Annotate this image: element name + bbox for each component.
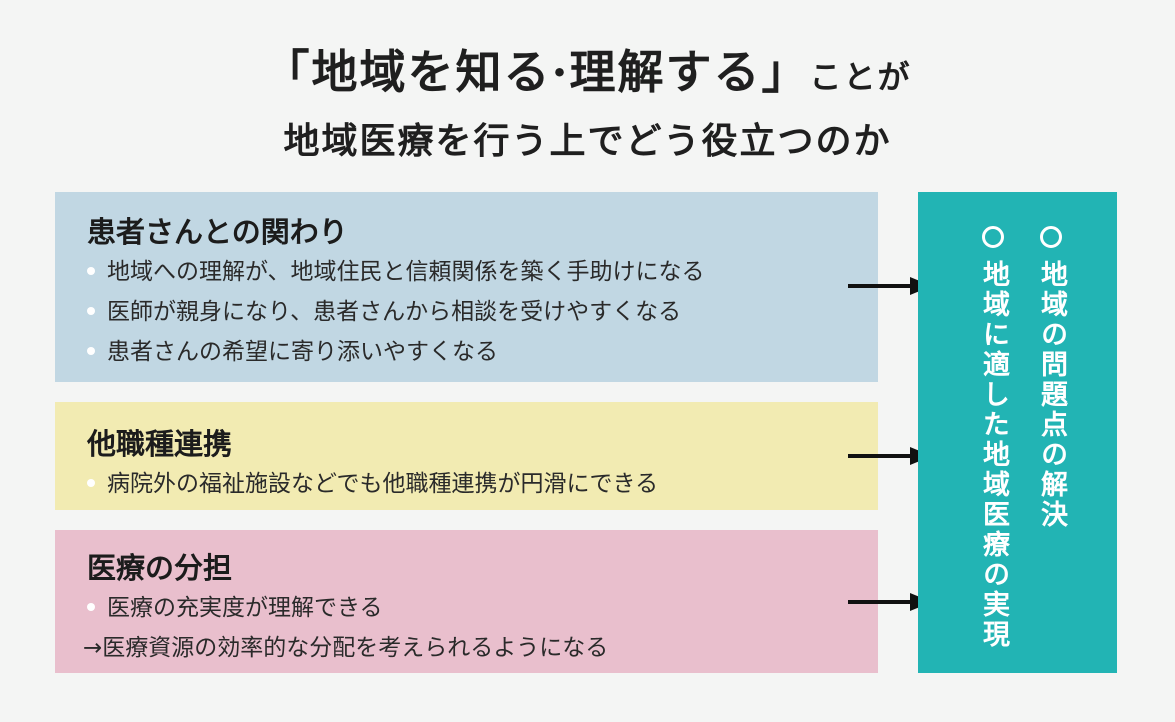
list-item: 医師が親身になり、患者さんから相談を受けやすくなる: [87, 292, 878, 332]
section-item-list: 医療の充実度が理解できる: [87, 588, 878, 628]
title-line-2: 地域医療を行う上でどう役立つのか: [283, 120, 892, 162]
circle-icon: [1040, 226, 1062, 248]
outcome-text: 地域の問題点の解決: [1036, 260, 1067, 530]
list-item: 医療の充実度が理解できる: [87, 588, 878, 628]
bullet-icon: [87, 602, 95, 611]
list-item: 患者さんの希望に寄り添いやすくなる: [87, 332, 878, 372]
section-medical-sharing: 医療の分担 医療の充実度が理解できる →医療資源の効率的な分配を考えられるように…: [55, 530, 878, 673]
list-item-text: 医療の充実度が理解できる: [107, 595, 383, 621]
list-item-text: 病院外の福祉施設などでも他職種連携が円滑にできる: [107, 471, 659, 497]
outcome-text: 地域に適した地域医療の実現: [978, 260, 1009, 650]
bullet-icon: [87, 306, 95, 315]
section-heading: 患者さんとの関わり: [87, 215, 348, 249]
list-item-text: 医師が親身になり、患者さんから相談を受けやすくなる: [107, 299, 682, 325]
title-line-1: 「地域を知る·理解する」ことが: [0, 36, 1175, 102]
section-item-list: 地域への理解が、地域住民と信頼関係を築く手助けになる 医師が親身になり、患者さん…: [87, 252, 878, 372]
section-patient-relations: 患者さんとの関わり 地域への理解が、地域住民と信頼関係を築く手助けになる 医師が…: [55, 192, 878, 382]
list-item: 地域への理解が、地域住民と信頼関係を築く手助けになる: [87, 252, 878, 292]
section-item-list: 病院外の福祉施設などでも他職種連携が円滑にできる: [87, 464, 878, 504]
bullet-icon: [87, 266, 95, 275]
bullet-icon: [87, 346, 95, 355]
list-item-text: 患者さんの希望に寄り添いやすくなる: [107, 339, 498, 365]
bullet-icon: [87, 478, 95, 487]
outcome-item: 地域に適した地域医療の実現: [978, 226, 1009, 650]
section-interprofessional: 他職種連携 病院外の福祉施設などでも他職種連携が円滑にできる: [55, 402, 878, 510]
outcome-box: 地域の問題点の解決 地域に適した地域医療の実現: [918, 192, 1117, 673]
list-item: 病院外の福祉施設などでも他職種連携が円滑にできる: [87, 464, 878, 504]
outcome-item: 地域の問題点の解決: [1036, 226, 1067, 530]
title-suffix: ことが: [809, 58, 912, 96]
continuation-line: →医療資源の効率的な分配を考えられるようになる: [83, 635, 609, 661]
section-heading: 医療の分担: [87, 551, 233, 585]
circle-icon: [982, 226, 1004, 248]
list-item-text: 地域への理解が、地域住民と信頼関係を築く手助けになる: [107, 259, 705, 285]
title-main: 「地域を知る·理解する」: [263, 45, 810, 99]
section-heading: 他職種連携: [87, 427, 233, 461]
